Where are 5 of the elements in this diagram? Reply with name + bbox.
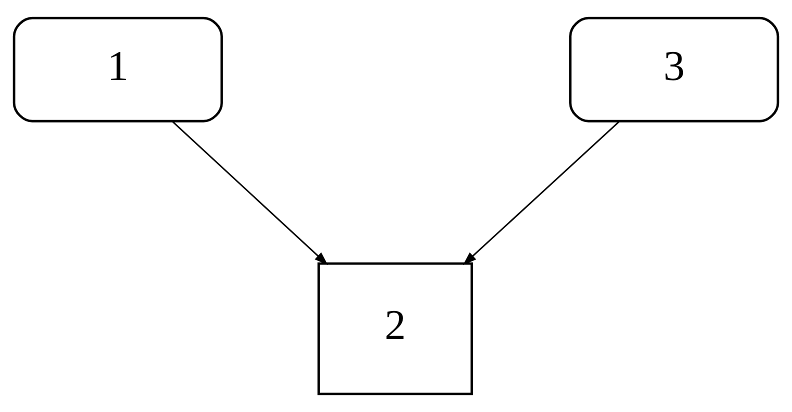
node-box: 3 <box>569 16 780 122</box>
arrow <box>462 121 620 266</box>
node-box: 1 <box>12 16 223 122</box>
arrow <box>172 121 328 266</box>
node-box: 2 <box>318 262 473 396</box>
